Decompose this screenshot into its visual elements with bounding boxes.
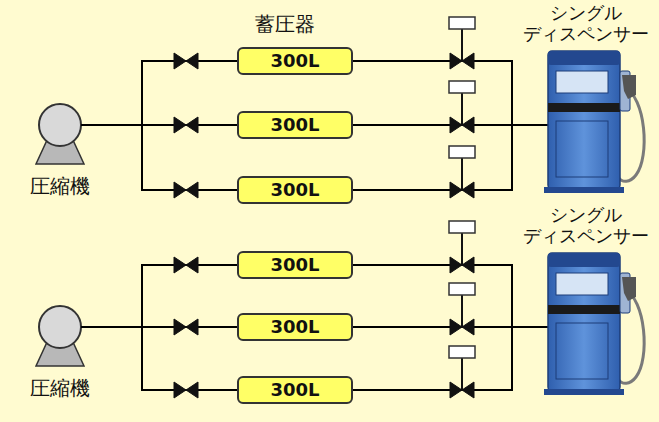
group-label: 蓄圧器: [255, 12, 315, 36]
gate-valve: [174, 319, 198, 335]
pipe-line: [98, 61, 237, 125]
dispenser: シングル ディスペンサー: [518, 205, 654, 397]
accumulator-tank: 300L: [237, 176, 353, 204]
dispenser-body: [548, 51, 620, 189]
pipe-line: [98, 125, 237, 190]
capacity-label: 300L: [270, 318, 319, 336]
dispenser: シングル ディスペンサー: [518, 3, 654, 195]
dispenser-screen: [556, 273, 608, 295]
pipe-line: [353, 125, 518, 190]
gate-valve: [174, 53, 198, 69]
compressor-symbol: [22, 304, 98, 374]
compressor-body: [39, 306, 81, 348]
pipe-line: [353, 327, 518, 390]
actuated-valve: [449, 346, 475, 398]
pipe-line: [98, 327, 237, 390]
compressor-symbol: [22, 102, 98, 172]
dispenser-top: [548, 253, 620, 267]
actuated-valve: [449, 283, 475, 335]
dispenser-screen: [556, 71, 608, 93]
capacity-label: 300L: [270, 52, 319, 70]
pipe-stub: [518, 124, 548, 126]
actuated-valve: [449, 81, 475, 133]
accumulator-tank: 300L: [237, 47, 353, 75]
accumulator-tank: 300L: [237, 251, 353, 279]
capacity-label: 300L: [270, 116, 319, 134]
accumulator-tank: 300L: [237, 376, 353, 404]
pipe-line: [353, 124, 518, 126]
dispenser-symbol: [518, 249, 654, 397]
pipe-line: [353, 61, 518, 125]
dispenser-base: [544, 187, 624, 193]
nozzle: [622, 75, 636, 99]
accumulator-tank: 300L: [237, 313, 353, 341]
capacity-label: 300L: [270, 381, 319, 399]
dispenser-base: [544, 389, 624, 395]
dispenser-stripe: [548, 103, 620, 112]
pipe-line: [98, 265, 237, 327]
pipe-line: [353, 326, 518, 328]
equipment-label: 圧縮機: [22, 174, 98, 198]
pipe-stub: [81, 326, 98, 328]
gate-valve: [174, 117, 198, 133]
pipe-line: [353, 265, 518, 327]
dispenser-panel: [556, 323, 608, 379]
dispenser-symbol: [518, 47, 654, 195]
accumulator-tank: 300L: [237, 111, 353, 139]
actuated-valve: [449, 221, 475, 273]
capacity-label: 300L: [270, 181, 319, 199]
dispenser-top: [548, 51, 620, 65]
compressor: 圧縮機: [22, 102, 98, 200]
dispenser-panel: [556, 121, 608, 177]
gate-valve: [174, 182, 198, 198]
compressor: 圧縮機: [22, 304, 98, 402]
gate-valve: [174, 257, 198, 273]
dispenser-body: [548, 253, 620, 391]
equipment-label: 圧縮機: [22, 376, 98, 400]
compressor-body: [39, 104, 81, 146]
gate-valve: [174, 382, 198, 398]
pipe-stub: [81, 124, 98, 126]
nozzle: [622, 277, 636, 301]
pipe-stub: [518, 326, 548, 328]
dispenser-stripe: [548, 305, 620, 314]
actuated-valve: [449, 146, 475, 198]
equipment-label: シングル ディスペンサー: [518, 3, 654, 44]
actuated-valve: [449, 17, 475, 69]
capacity-label: 300L: [270, 256, 319, 274]
equipment-label: シングル ディスペンサー: [518, 205, 654, 246]
